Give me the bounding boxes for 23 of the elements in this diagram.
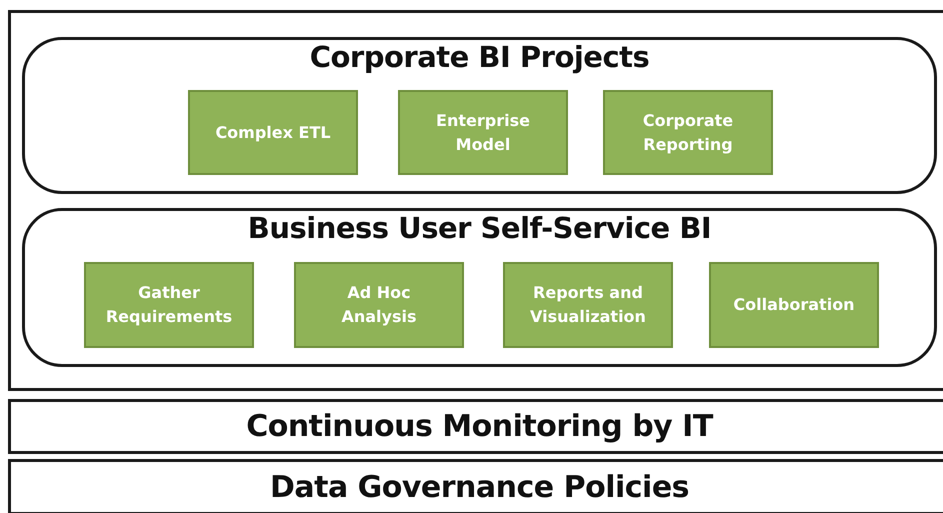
process-box xyxy=(84,262,254,348)
process-box xyxy=(188,90,358,175)
band-title: Data Governance Policies xyxy=(270,470,690,504)
box-label: Corporate Reporting xyxy=(642,110,734,156)
panel-title: Corporate BI Projects xyxy=(308,40,650,74)
box-label: Enterprise Model xyxy=(435,110,531,156)
outer-frame xyxy=(8,10,943,391)
box-label: Complex ETL xyxy=(215,122,331,144)
box-label: Collaboration xyxy=(733,294,855,316)
box-label: Gather Requirements xyxy=(104,282,234,328)
box-label: Ad Hoc Analysis xyxy=(340,282,418,328)
layer-band xyxy=(8,459,943,513)
band-title: Continuous Monitoring by IT xyxy=(246,409,713,444)
process-box xyxy=(603,90,773,175)
rounded-panel xyxy=(22,37,937,194)
process-box xyxy=(709,262,879,348)
rounded-panel xyxy=(22,208,937,367)
process-box xyxy=(503,262,673,348)
box-label: Reports and Visualization xyxy=(529,282,647,328)
panel-title: Business User Self-Service BI xyxy=(246,211,712,245)
layer-band xyxy=(8,399,943,454)
process-box xyxy=(398,90,568,175)
process-box xyxy=(294,262,464,348)
